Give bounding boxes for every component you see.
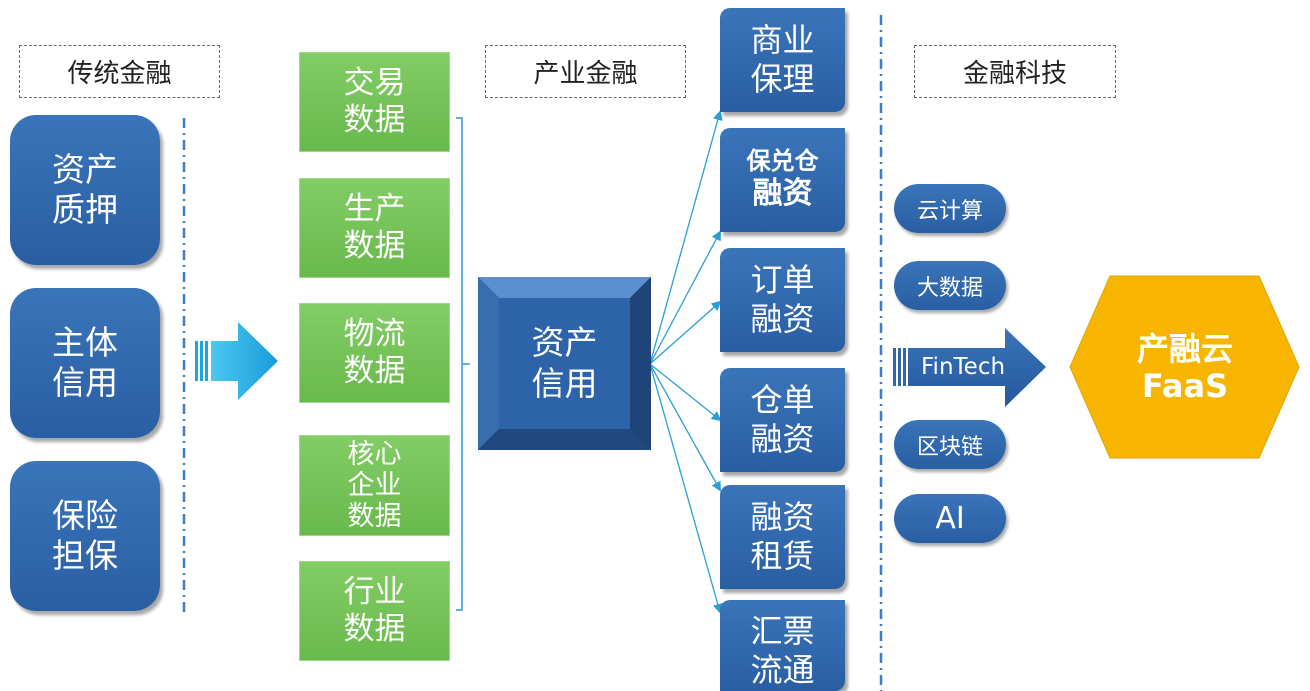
- card-line: 保兑仓: [746, 147, 819, 176]
- card-line: 汇票: [750, 612, 815, 650]
- traditional-card-entity-credit: 主体信用: [10, 288, 160, 438]
- card-line: 租赁: [750, 537, 815, 575]
- product-warehouse-receipt-financing: 仓单融资: [720, 368, 845, 472]
- tech-cloud-computing: 云计算: [894, 184, 1006, 233]
- card-line: 保理: [750, 60, 815, 98]
- card-line: 核心: [347, 438, 402, 470]
- data-card-logistics: 物流数据: [299, 303, 450, 403]
- header-fintech: 金融科技: [914, 45, 1116, 98]
- card-line: 企业: [347, 469, 402, 501]
- tech-big-data: 大数据: [894, 261, 1006, 310]
- card-line: 信用: [52, 363, 118, 402]
- header-traditional-finance: 传统金融: [19, 45, 220, 98]
- product-bill-circulation: 汇票流通: [720, 600, 845, 691]
- center-bevel: [478, 277, 651, 450]
- data-card-production: 生产数据: [299, 178, 450, 278]
- result-line: FaaS: [1141, 366, 1229, 405]
- result-hexagon: [1069, 275, 1300, 459]
- product-financial-leasing: 融资租赁: [720, 485, 845, 589]
- fintech-arrow: [893, 328, 1046, 407]
- card-line: 资产: [52, 149, 118, 189]
- card-line: 生产: [343, 190, 406, 227]
- card-line: 保险: [52, 495, 118, 535]
- card-line: 仓单: [750, 380, 815, 419]
- product-commercial-factoring: 商业保理: [720, 8, 845, 112]
- card-line: 流通: [750, 651, 815, 690]
- center-line: 资产: [531, 323, 598, 363]
- card-line: 行业: [343, 573, 406, 610]
- center-line: 信用: [531, 363, 598, 403]
- data-card-trade: 交易数据: [299, 52, 450, 152]
- card-line: 融资: [750, 300, 815, 338]
- result-faas-label: 产融云 FaaS: [1100, 310, 1270, 425]
- card-line: 融资: [752, 176, 813, 212]
- fintech-label: FinTech: [921, 354, 1006, 380]
- card-line: 物流: [343, 315, 406, 352]
- card-line: 数据: [347, 501, 402, 533]
- header-industrial-finance: 产业金融: [485, 45, 686, 98]
- center-asset-credit: 资产信用: [499, 298, 630, 429]
- traditional-card-insurance-guarantee: 保险担保: [10, 461, 160, 611]
- card-line: 交易: [343, 64, 406, 101]
- product-order-financing: 订单融资: [720, 248, 845, 352]
- fan-arrows: [649, 110, 723, 614]
- product-confirmed-warehouse-financing: 保兑仓融资: [720, 128, 845, 232]
- tech-ai: AI: [894, 494, 1006, 543]
- card-line: 数据: [343, 102, 406, 138]
- data-card-core-enterprise: 核心企业数据: [299, 435, 450, 536]
- card-line: 主体: [52, 322, 118, 362]
- card-line: 质押: [52, 190, 118, 229]
- card-line: 担保: [52, 536, 118, 575]
- card-line: 数据: [343, 611, 406, 647]
- tech-blockchain: 区块链: [894, 420, 1006, 469]
- data-bracket: [456, 117, 470, 611]
- card-line: 融资: [750, 420, 815, 458]
- traditional-card-asset-pledge: 资产质押: [10, 115, 160, 265]
- card-line: 数据: [343, 228, 406, 264]
- card-line: 融资: [750, 497, 815, 536]
- data-card-industry: 行业数据: [299, 561, 450, 661]
- card-line: 数据: [343, 353, 406, 389]
- result-line: 产融云: [1136, 329, 1233, 368]
- card-line: 商业: [750, 20, 815, 59]
- cyan-arrow: [195, 322, 278, 400]
- card-line: 订单: [750, 260, 815, 299]
